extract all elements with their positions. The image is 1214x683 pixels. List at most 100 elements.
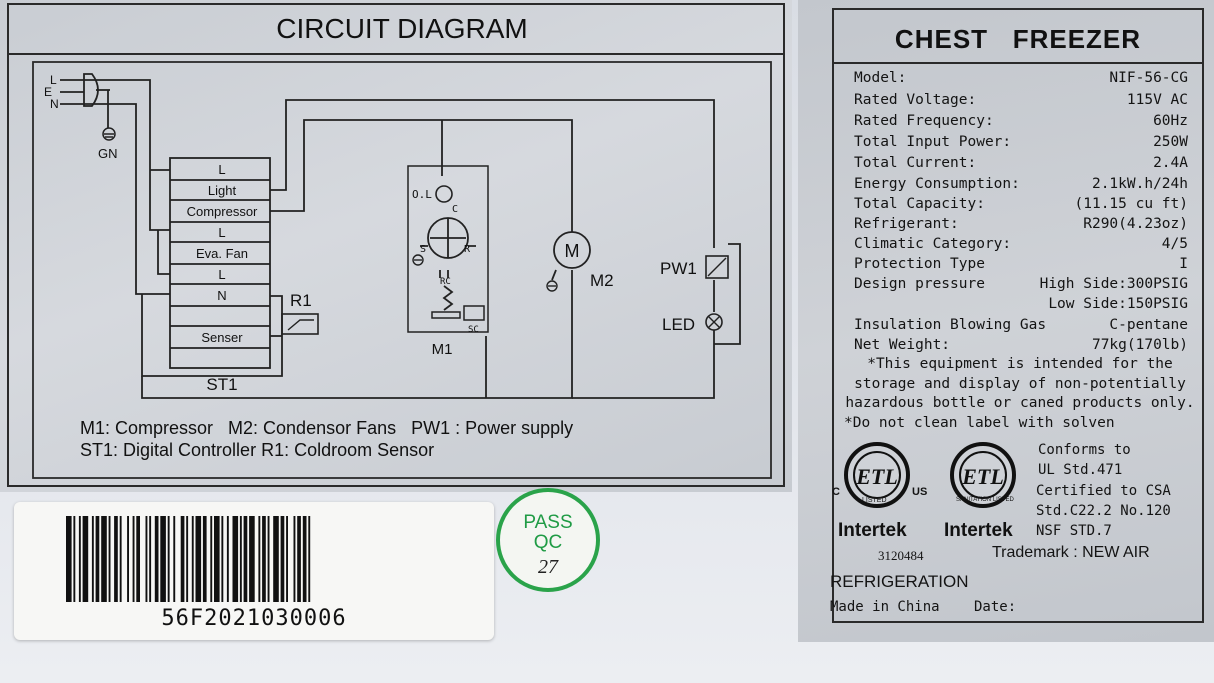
refrigeration-label: REFRIGERATION [830,572,969,591]
etl-c-label: C [832,486,840,498]
spec-row: Rated Frequency: 60Hz [854,113,1188,133]
spec-row: Design pressure High Side:300PSIG [854,276,1188,296]
terminal-5: L [218,267,225,282]
pass-qc-sticker: PASS QC 27 [496,488,600,592]
notice-line: hazardous bottle or caned products only. [845,395,1195,411]
qc-pass-text: PASS [523,512,573,533]
etl-ring [959,451,1007,499]
barcode-bar [273,516,279,602]
made-in: Made in China [830,599,940,615]
qc-qc-text: QC [533,532,563,553]
ground-icon [102,127,116,141]
barcode-bar [145,516,148,602]
barcode-bar [108,516,111,602]
spec-value: I [1179,256,1188,272]
circuit-diagram: CIRCUIT DIAGRAM L E N GN L Light Compres… [7,3,785,487]
spec-key: Climatic Category: [854,236,1012,252]
barcode-image [66,516,311,602]
conforms-line: UL Std.471 [1038,462,1123,478]
spec-value: NIF-56-CG [1109,70,1188,86]
terminal-8: Senser [201,330,243,345]
barcode-bar [186,516,189,602]
pw1-label: PW1 [660,259,697,278]
trademark: Trademark : NEW AIR [992,544,1150,561]
power-supply-pw1 [705,243,741,345]
spec-row: Net Weight: 77kg(170lb) [854,337,1188,357]
input-n-label: N [50,97,59,111]
etl2-sub: SANITATION LISTED [956,497,1014,503]
barcode-sticker: 56F2021030006 [14,502,494,640]
barcode-bar [136,516,140,602]
barcode-bar [262,516,266,602]
barcode-bar [308,516,311,602]
spec-value: 2.4A [1153,155,1188,171]
compressor-label: M1 [432,341,453,358]
barcode-bar [267,516,270,602]
spec-key: Energy Consumption: [854,176,1020,192]
terminal-2: Compressor [187,204,258,219]
spec-key: Design pressure [854,276,985,292]
spec-label: CHEST FREEZER Model: NIF-56-CG Rated Vol… [830,8,1204,623]
spec-key: Net Weight: [854,337,951,353]
fan-ground-icon [546,280,558,292]
spec-key: Total Current: [854,155,977,171]
led-icon [705,313,723,331]
barcode-bar [293,516,296,602]
spec-value: High Side:300PSIG [1039,276,1188,292]
spec-title: CHEST FREEZER [834,10,1202,64]
terminal-6: N [217,288,226,303]
spec-row: Refrigerant: R290(4.23oz) [854,216,1188,236]
barcode-bar [73,516,76,602]
barcode-bar [114,516,118,602]
compressor-ol-label: O.L [412,188,432,201]
spec-value: 250W [1153,134,1188,150]
barcode-bar [191,516,194,602]
compressor-rc-label: RC [440,277,451,287]
barcode-bar [232,516,239,602]
led-label: LED [662,315,695,334]
conforms-line: Certified to CSA [1036,483,1171,499]
spec-key: Insulation Blowing Gas [854,317,1047,333]
barcode-bar [249,516,255,602]
etl-listed-mark: ETL [844,442,910,508]
date-label: Date: [974,599,1017,615]
spec-row: Energy Consumption: 2.1kW.h/24h [854,176,1188,196]
spec-key: Rated Voltage: [854,92,977,108]
sensor-r1 [270,313,319,337]
barcode-bar [66,516,72,602]
spec-row: Total Capacity: (11.15 cu ft) [854,196,1188,216]
fan-symbol: M [565,241,580,261]
spec-row: Rated Voltage: 115V AC [854,92,1188,112]
intertek-logo-1: Intertek [838,520,907,541]
barcode-bar [180,516,185,602]
compressor-s-label: S [420,244,426,255]
spec-row: Model: NIF-56-CG [854,70,1188,90]
spec-key: Total Capacity: [854,196,985,212]
spec-value: C-pentane [1109,317,1188,333]
barcode-bar [101,516,107,602]
barcode-bar [258,516,261,602]
input-l-label: L [50,73,57,87]
barcode-bar [302,516,307,602]
barcode-bar [239,516,242,602]
etl-mark-text: ETL [856,464,898,489]
conforms-line: Std.C22.2 No.120 [1036,503,1171,519]
spec-key: Total Input Power: [854,134,1012,150]
compressor-m1 [407,165,489,333]
barcode-bar [243,516,248,602]
barcode-bar [167,516,170,602]
barcode-bar [202,516,207,602]
notice-line: storage and display of non-potentially [854,376,1186,392]
terminal-3: L [218,225,225,240]
ground-label: GN [98,146,118,161]
spec-value: 2.1kW.h/24h [1091,176,1188,192]
barcode-bar [214,516,220,602]
barcode-bar [91,516,94,602]
compressor-ground-icon [412,254,424,266]
circuit-diagram-panel: CIRCUIT DIAGRAM L E N GN L Light Compres… [0,0,792,492]
barcode-bar [160,516,166,602]
spec-value: 77kg(170lb) [1091,337,1188,353]
legend-line-2: ST1: Digital Controller R1: Coldroom Sen… [80,440,434,460]
etl-us-label: US [912,486,928,498]
barcode-bar [95,516,100,602]
